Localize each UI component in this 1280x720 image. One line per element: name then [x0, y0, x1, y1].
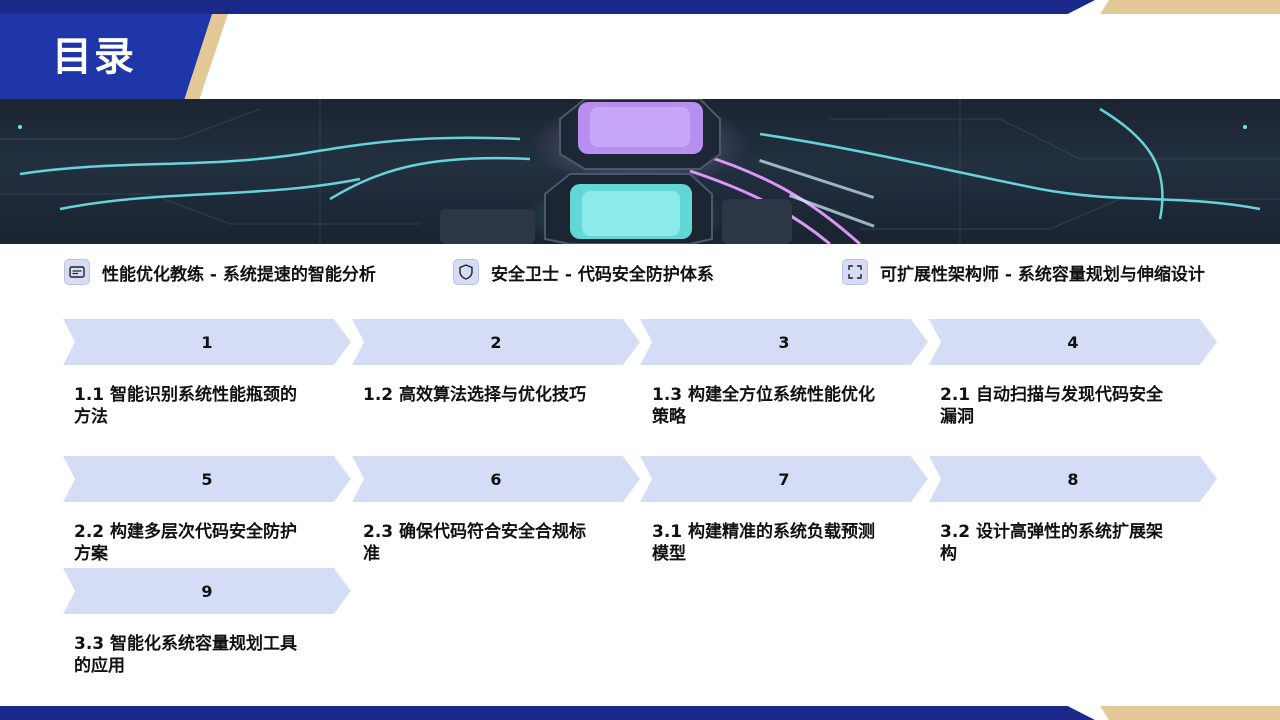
item-title-2: 1.2 高效算法选择与优化技巧	[363, 385, 587, 405]
feature-label: 性能优化教练 - 系统提速的智能分析	[102, 264, 376, 285]
top-gold-bar	[1100, 0, 1280, 14]
item-number-2: 2	[352, 319, 640, 365]
page-title: 目录	[52, 34, 136, 80]
item-number-8: 8	[929, 456, 1217, 502]
item-number-9: 9	[63, 568, 351, 614]
item-title-6: 2.3 确保代码符合安全合规标准	[363, 522, 587, 564]
bottom-gold-bar	[1100, 706, 1280, 720]
item-number-1: 1	[63, 319, 351, 365]
top-accent-bar	[0, 0, 1095, 14]
feature-scalability-architect: 可扩展性架构师 - 系统容量规划与伸缩设计	[842, 257, 1205, 287]
expand-icon	[842, 259, 868, 285]
feature-performance-coach: 性能优化教练 - 系统提速的智能分析	[64, 257, 376, 287]
feature-label: 可扩展性架构师 - 系统容量规划与伸缩设计	[880, 264, 1205, 285]
feature-security-guard: 安全卫士 - 代码安全防护体系	[453, 257, 714, 287]
item-number-3: 3	[640, 319, 928, 365]
item-title-4: 2.1 自动扫描与发现代码安全漏洞	[940, 385, 1164, 427]
item-title-3: 1.3 构建全方位系统性能优化策略	[652, 385, 876, 427]
item-number-4: 4	[929, 319, 1217, 365]
card-icon	[64, 259, 90, 285]
item-title-5: 2.2 构建多层次代码安全防护方案	[74, 522, 298, 564]
item-number-6: 6	[352, 456, 640, 502]
bottom-accent-bar	[0, 706, 1095, 720]
shield-icon	[453, 259, 479, 285]
item-title-7: 3.1 构建精准的系统负载预测模型	[652, 522, 876, 564]
item-number-5: 5	[63, 456, 351, 502]
item-title-8: 3.2 设计高弹性的系统扩展架构	[940, 522, 1164, 564]
hero-image	[0, 99, 1280, 244]
item-title-9: 3.3 智能化系统容量规划工具的应用	[74, 634, 298, 676]
title-banner	[0, 14, 212, 99]
item-number-7: 7	[640, 456, 928, 502]
feature-label: 安全卫士 - 代码安全防护体系	[491, 264, 714, 285]
circuit-board-illustration	[0, 99, 1280, 244]
item-title-1: 1.1 智能识别系统性能瓶颈的方法	[74, 385, 298, 427]
